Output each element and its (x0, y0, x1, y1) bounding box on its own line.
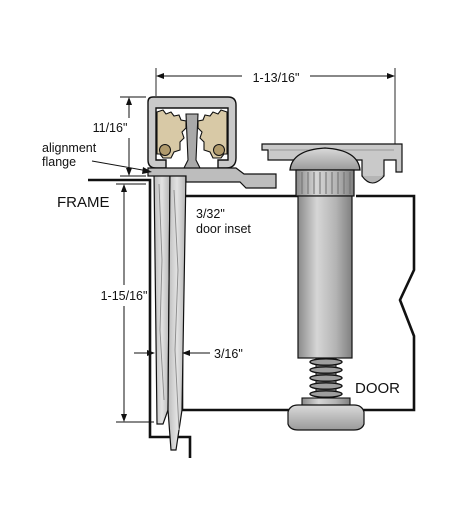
height-top-label: 11/16" (93, 121, 128, 135)
fastener-pin (287, 147, 365, 431)
dim-leaf-length (116, 183, 154, 423)
overall-width-label: 1-13/16" (253, 71, 300, 85)
dim-overall-width (155, 68, 396, 144)
leaf-thickness-label: 3/16" (214, 347, 243, 361)
alignment-flange-label-2: flange (42, 155, 76, 169)
door-label: DOOR (355, 380, 400, 397)
frame-outline (88, 178, 192, 458)
alignment-flange-label-1: alignment (42, 141, 97, 155)
alignment-flange (147, 167, 277, 189)
alignment-flange-leader (91, 160, 152, 174)
door-inset-label-1: 3/32" (196, 207, 225, 221)
center-spine (183, 113, 201, 169)
door-inset-label-2: door inset (196, 222, 251, 236)
dim-height-top (120, 96, 146, 177)
leaf-length-label: 1-15/16" (101, 289, 148, 303)
dim-leaf-thickness (134, 350, 210, 356)
gear-segments (156, 109, 228, 159)
frame-label: FRAME (57, 194, 110, 211)
